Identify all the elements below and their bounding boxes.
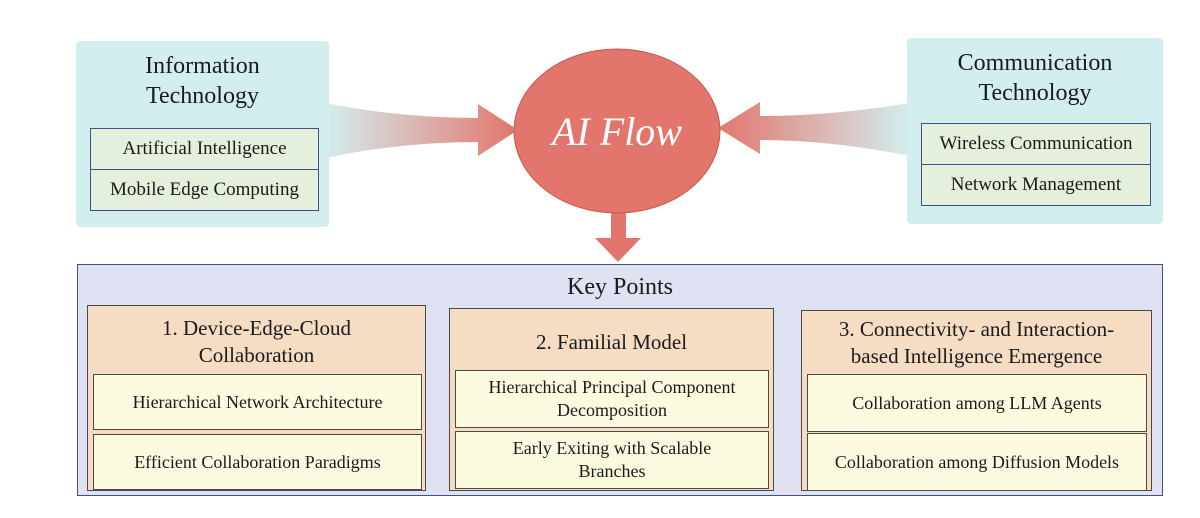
ai-flow-node: AI Flow	[514, 49, 720, 213]
key-point-column-3: 3. Connectivity- and Interaction- based …	[801, 310, 1152, 491]
column-2-title-line1: 2. Familial Model	[535, 330, 688, 354]
column-3-title-line1: 3. Connectivity- and Interaction-	[838, 317, 1115, 341]
information-technology-list: Artificial Intelligence Mobile Edge Comp…	[90, 128, 319, 211]
information-technology-panel: Information Technology Artificial Intell…	[76, 41, 329, 227]
item-artificial-intelligence: Artificial Intelligence	[91, 129, 318, 169]
communication-technology-title-line1: Communication	[957, 50, 1113, 76]
point-collaboration-llm-agents: Collaboration among LLM Agents	[807, 374, 1147, 432]
column-1-title-line2: Collaboration	[198, 343, 315, 367]
ai-flow-ellipse	[513, 48, 721, 214]
key-points-panel: Key Points 1. Device-Edge-Cloud Collabor…	[77, 264, 1163, 496]
point-1-1-text: Hierarchical Network Architecture	[132, 391, 383, 412]
column-1-title-line1: 1. Device-Edge-Cloud	[162, 316, 351, 340]
point-1-2-text: Efficient Collaboration Paradigms	[134, 451, 381, 472]
point-hierarchical-principal-component-decomposition: Hierarchical Principal Component Decompo…	[455, 370, 769, 428]
item-network-management: Network Management	[922, 164, 1150, 205]
point-2-2-line2: Branches	[578, 461, 646, 481]
point-3-1-text: Collaboration among LLM Agents	[852, 392, 1102, 413]
key-point-column-1: 1. Device-Edge-Cloud Collaboration Hiera…	[87, 305, 426, 491]
arrow-from-communication-technology	[718, 102, 910, 156]
communication-technology-panel: Communication Technology Wireless Commun…	[907, 38, 1163, 224]
point-2-1-line1: Hierarchical Principal Component	[488, 377, 736, 397]
item-mobile-edge-computing: Mobile Edge Computing	[91, 169, 318, 210]
information-technology-title-line1: Information	[145, 53, 260, 79]
point-early-exiting-scalable-branches: Early Exiting with Scalable Branches	[455, 431, 769, 489]
communication-technology-title: Communication Technology	[907, 48, 1163, 108]
column-2-title: 2. Familial Model	[450, 329, 773, 356]
column-3-title: 3. Connectivity- and Interaction- based …	[802, 316, 1151, 370]
communication-technology-title-line2: Technology	[978, 80, 1092, 106]
information-technology-title-line2: Technology	[146, 83, 259, 109]
point-2-1-line2: Decomposition	[556, 400, 667, 420]
point-efficient-collaboration-paradigms: Efficient Collaboration Paradigms	[93, 434, 422, 490]
point-3-2-text: Collaboration among Diffusion Models	[834, 451, 1120, 472]
column-1-title: 1. Device-Edge-Cloud Collaboration	[88, 315, 425, 369]
arrow-from-information-technology	[326, 103, 518, 158]
arrow-to-key-points	[595, 196, 641, 262]
ai-flow-label: AI Flow	[552, 108, 682, 154]
item-wireless-communication: Wireless Communication	[922, 124, 1150, 164]
point-hierarchical-network-architecture: Hierarchical Network Architecture	[93, 374, 422, 430]
communication-technology-list: Wireless Communication Network Managemen…	[921, 123, 1151, 206]
column-3-title-line2: based Intelligence Emergence	[850, 344, 1103, 368]
key-points-title: Key Points	[566, 274, 673, 300]
information-technology-title: Information Technology	[76, 51, 329, 111]
key-point-column-2: 2. Familial Model Hierarchical Principal…	[449, 308, 774, 491]
point-collaboration-diffusion-models: Collaboration among Diffusion Models	[807, 433, 1147, 491]
point-2-2-line1: Early Exiting with Scalable	[512, 438, 712, 458]
